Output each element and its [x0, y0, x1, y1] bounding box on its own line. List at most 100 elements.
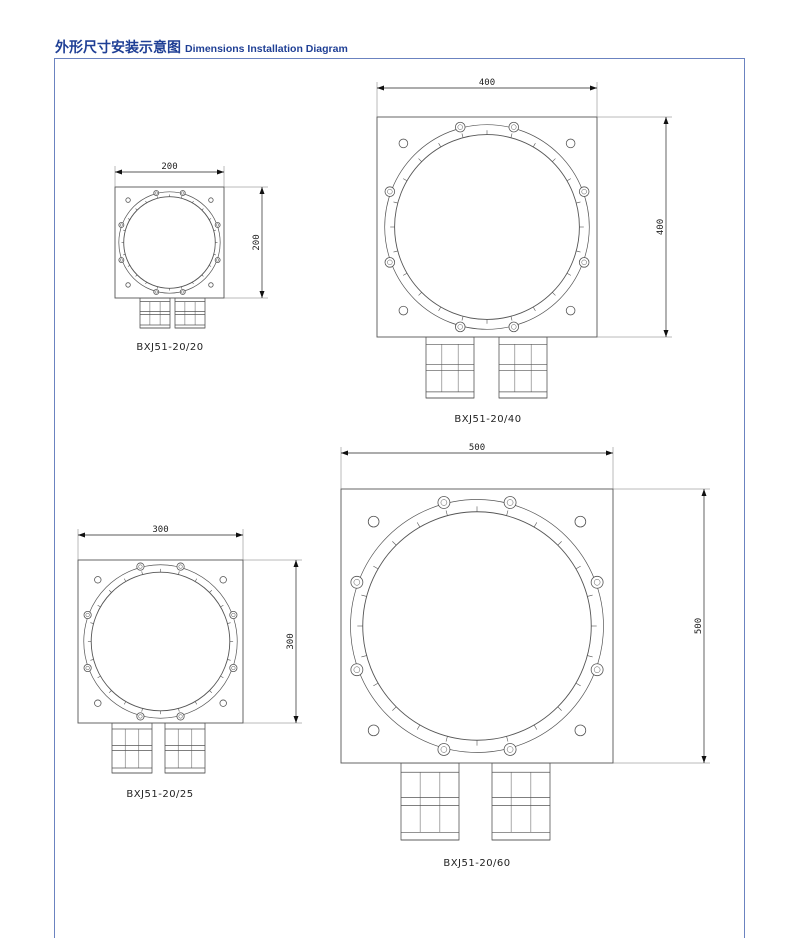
ring-tick	[418, 158, 422, 162]
ring-tick	[123, 229, 126, 231]
arrowhead-icon	[663, 117, 669, 124]
bolt-icon	[508, 121, 520, 133]
ring-tick	[97, 675, 101, 679]
ring-tick	[97, 604, 101, 608]
ring-tick	[587, 594, 593, 597]
width-label: 200	[161, 162, 177, 172]
corner-screw-icon	[574, 724, 587, 737]
bolt-icon	[214, 257, 221, 263]
ring-tick	[557, 706, 562, 711]
ring-tick	[123, 701, 127, 705]
ring-tick	[227, 659, 231, 661]
ring-tick	[438, 306, 442, 311]
ring-tick	[208, 218, 212, 220]
bolt-inner	[506, 499, 514, 506]
flange-ring	[350, 499, 604, 753]
corner-screw-icon	[219, 576, 227, 584]
ring-tick	[209, 690, 213, 694]
gland-body	[498, 336, 548, 399]
bolt-icon	[136, 562, 145, 571]
bolt-inner	[457, 324, 463, 330]
ring-tick	[510, 133, 513, 138]
bolt-icon	[508, 321, 520, 333]
ring-tick	[213, 229, 216, 231]
height-dimension: 200	[224, 186, 268, 299]
bolt-inner	[581, 259, 587, 266]
ring-tick	[576, 201, 581, 204]
bolt-inner	[85, 665, 90, 671]
ring-tick	[108, 589, 112, 593]
height-dimension: 400	[597, 116, 672, 338]
bolt-icon	[590, 663, 604, 677]
ring-tick	[145, 200, 147, 204]
ring-tick	[575, 565, 581, 570]
width-label: 400	[479, 78, 495, 88]
corner-screw-icon	[125, 282, 131, 288]
ring-tick	[566, 272, 571, 276]
gland-body	[139, 297, 171, 329]
gland-body	[111, 722, 153, 774]
arrowhead-icon	[341, 450, 348, 456]
bolt-inner	[457, 124, 463, 130]
bolt-icon	[136, 712, 145, 721]
bolt-inner	[178, 714, 183, 719]
corner-screw-icon	[208, 282, 214, 288]
cable-gland	[111, 722, 153, 774]
bolt-inner	[231, 612, 236, 618]
ring-tick	[552, 292, 556, 296]
ring-tick	[135, 274, 138, 277]
width-dimension: 200	[114, 162, 225, 187]
ring-tick	[418, 292, 422, 296]
ring-tick	[141, 571, 143, 575]
ring-tick	[192, 200, 194, 204]
gland-body	[174, 297, 206, 329]
ring-tick	[576, 250, 581, 253]
ring-tick	[510, 316, 513, 321]
corner-screw-icon	[398, 138, 409, 149]
arrowhead-icon	[78, 532, 85, 538]
ring-tick	[416, 724, 421, 730]
bolt-icon	[384, 186, 396, 197]
arrowhead-icon	[606, 450, 613, 456]
height-label: 400	[656, 219, 666, 235]
ring-tick	[532, 143, 536, 148]
ring-tick	[403, 272, 408, 276]
ring-tick	[141, 708, 143, 712]
bolt-inner	[154, 191, 158, 195]
ring-tick	[220, 604, 224, 608]
ring-tick	[90, 659, 94, 661]
height-label: 200	[252, 234, 262, 250]
arrowhead-icon	[293, 716, 299, 723]
corner-screw-icon	[219, 699, 227, 707]
bolt-inner	[181, 191, 185, 195]
ring-tick	[178, 571, 180, 575]
corner-screw-icon	[208, 197, 214, 203]
bolt-inner	[119, 223, 123, 227]
bolt-icon	[176, 562, 185, 571]
width-dimension: 400	[376, 78, 598, 117]
bolt-inner	[387, 188, 393, 195]
bolt-inner	[178, 564, 183, 569]
width-label: 500	[469, 443, 485, 453]
bolt-inner	[353, 579, 361, 586]
bolt-icon	[153, 289, 160, 295]
ring-tick	[373, 565, 379, 570]
bolt-icon	[578, 257, 590, 268]
cable-gland	[498, 336, 548, 399]
ring-tick	[194, 578, 198, 582]
flange-ring	[83, 564, 238, 719]
ring-tick	[194, 701, 198, 705]
bolt-icon	[437, 496, 451, 509]
bolt-inner	[387, 259, 393, 266]
ring-tick	[127, 265, 131, 267]
ring-tick	[213, 254, 216, 256]
bolt-inner	[138, 564, 143, 569]
bolt-inner	[440, 746, 448, 753]
height-dimension: 500	[613, 488, 710, 764]
ring-tick	[156, 196, 158, 199]
bolt-icon	[118, 222, 125, 228]
